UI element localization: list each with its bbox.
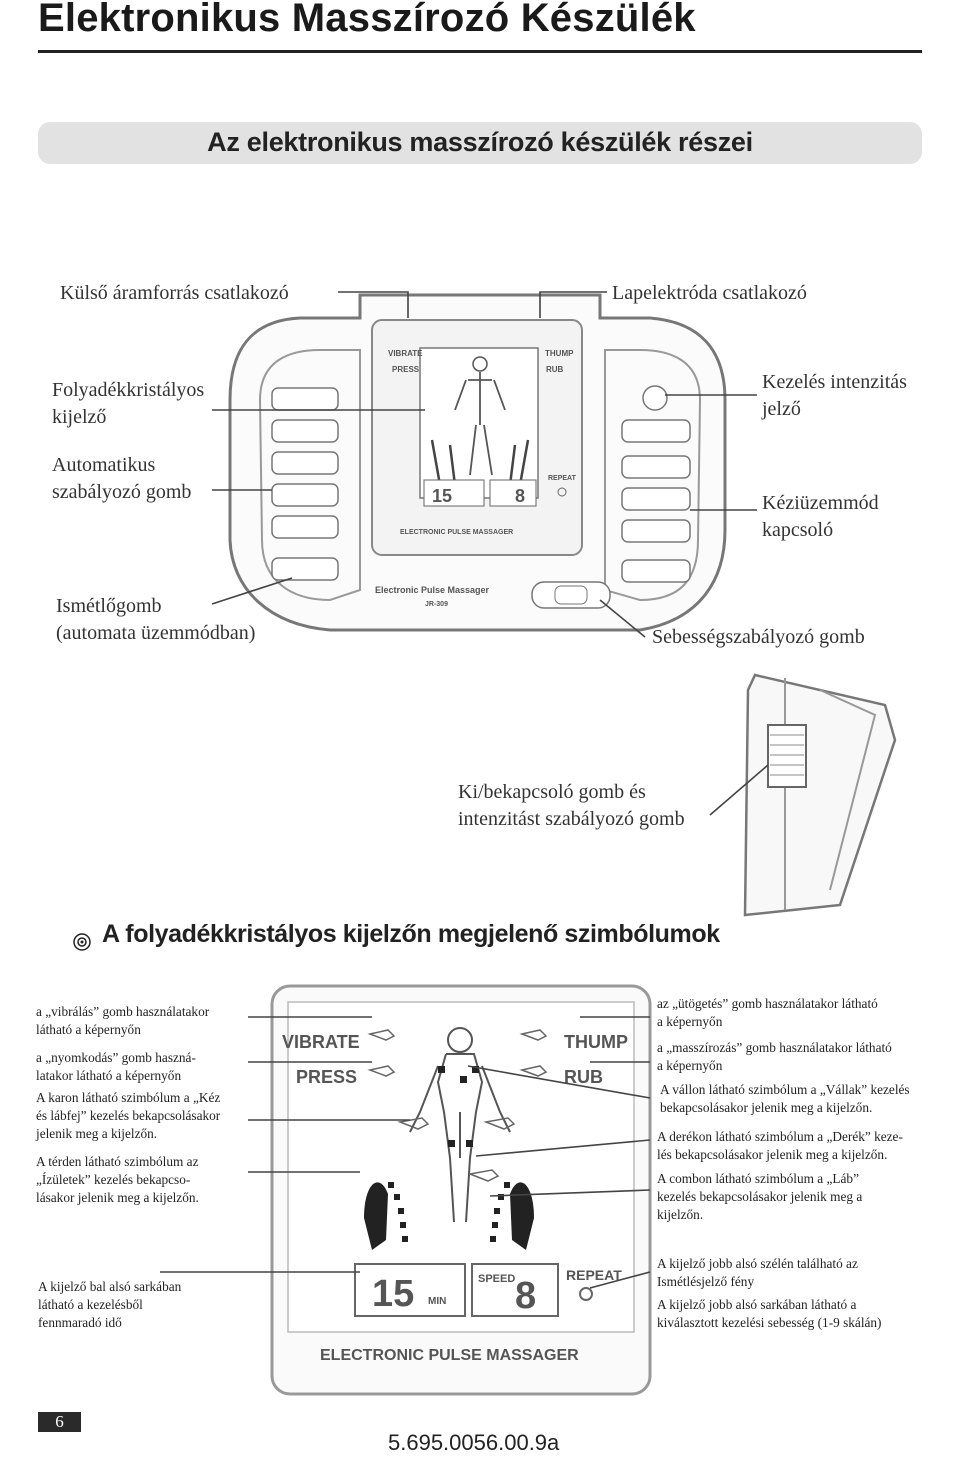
- symbol-note-shoulder: A vállon látható szimbólum a „Vállak” ke…: [660, 1082, 910, 1115]
- lcd-illustration: VIBRATE PRESS THUMP RUB 15 MIN SPEED 8 R…: [270, 984, 652, 1396]
- target-bullet-icon: [73, 933, 91, 951]
- shoulder-button[interactable]: [271, 387, 339, 411]
- svg-text:Electronic Pulse Massager: Electronic Pulse Massager: [375, 585, 490, 595]
- manual-label-line1: Kéziüzemmód: [762, 492, 879, 514]
- manual-label-line2: kapcsoló: [762, 519, 834, 541]
- lcd-footer: ELECTRONIC PULSE MASSAGER: [320, 1347, 579, 1364]
- speed-ctrl-label: Sebességszabályozó gomb: [652, 626, 865, 648]
- document-code: 5.695.0056.00.9a: [388, 1430, 560, 1455]
- symbol-note-knee: A térden látható szimbólum az„Ízületek” …: [36, 1154, 199, 1205]
- lcd-repeat-label: REPEAT: [566, 1267, 622, 1283]
- svg-text:VIBRATE: VIBRATE: [388, 349, 423, 358]
- symbol-note-rub: a „masszírozás” gomb használatakor látha…: [657, 1040, 892, 1073]
- svg-text:PRESS: PRESS: [392, 365, 420, 374]
- onoff-label-line2: intenzitást szabályozó gomb: [458, 808, 685, 830]
- mini-timer: 15: [432, 486, 452, 506]
- svg-text:RUB: RUB: [546, 365, 564, 374]
- mini-speed: 8: [515, 486, 525, 506]
- section-title: Az elektronikus masszírozó készülék rész…: [207, 127, 753, 157]
- lcd-timer-unit: MIN: [428, 1296, 446, 1307]
- onoff-wheel[interactable]: [767, 724, 807, 788]
- svg-text:THUMP: THUMP: [545, 349, 574, 358]
- press-button[interactable]: [621, 455, 691, 479]
- section-bar: [38, 122, 922, 164]
- power-input-label: Külső áramforrás csatlakozó: [60, 282, 289, 304]
- auto-label-line1: Automatikus: [52, 454, 156, 476]
- svg-text:ELECTRONIC PULSE MASSAGER: ELECTRONIC PULSE MASSAGER: [400, 529, 513, 536]
- vibrate-button[interactable]: [621, 519, 691, 543]
- power-knob[interactable]: [642, 385, 668, 411]
- auto-label-line2: szabályozó gomb: [52, 481, 192, 503]
- page-title: Elektronikus Masszírozó Készülék: [38, 0, 696, 40]
- electrode-port-label: Lapelektróda csatlakozó: [612, 282, 807, 304]
- body-figure-icon: [409, 1027, 511, 1223]
- waist-button[interactable]: [271, 419, 339, 443]
- symbols-heading: A folyadékkristályos kijelzőn megjelenő …: [102, 920, 720, 948]
- repeat-label-line2: (automata üzemmódban): [56, 622, 256, 644]
- auto-button-group: [271, 387, 339, 581]
- leg-button[interactable]: [271, 515, 339, 539]
- intensity-label-line1: Kezelés intenzitás: [762, 371, 907, 393]
- symbol-callouts: [160, 1016, 651, 1289]
- lcd-rub-text: RUB: [564, 1067, 603, 1087]
- symbol-note-thump: az „ütögetés” gomb használatakor látható…: [657, 996, 878, 1029]
- lcd-label-line2: kijelző: [52, 406, 107, 428]
- power-intensity-button[interactable]: [621, 419, 691, 443]
- lcd-thump-text: THUMP: [564, 1032, 628, 1052]
- lcd-speed-value: 8: [515, 1275, 536, 1317]
- thump-button[interactable]: [621, 559, 691, 583]
- lcd-vibrate-text: VIBRATE: [282, 1032, 360, 1052]
- repeat-indicator-icon: [579, 1287, 593, 1301]
- hand-foot-button[interactable]: [271, 483, 339, 507]
- intensity-label-line2: jelző: [762, 398, 801, 420]
- device-side-illustration: [709, 673, 897, 917]
- svg-text:JR-309: JR-309: [425, 601, 448, 608]
- lcd-press-text: PRESS: [296, 1067, 357, 1087]
- onoff-label-line1: Ki/bekapcsoló gomb és: [458, 781, 646, 803]
- symbol-note-leg: A combon látható szimbólum a „Láb”kezelé…: [657, 1171, 863, 1222]
- symbol-note-press: a „nyomkodás” gomb haszná-latakor láthat…: [36, 1050, 196, 1083]
- page-number: 6: [38, 1412, 81, 1432]
- symbol-note-waist: A derékon látható szimbólum a „Derék” ke…: [657, 1129, 903, 1162]
- lcd-label-line1: Folyadékkristályos: [52, 379, 205, 401]
- repeat-button[interactable]: [271, 557, 339, 581]
- repeat-label-line1: Ismétlőgomb: [56, 595, 162, 617]
- lcd-timer-value: 15: [372, 1273, 414, 1315]
- lcd-speed-label: SPEED: [478, 1273, 515, 1285]
- svg-text:REPEAT: REPEAT: [548, 475, 577, 482]
- joint-button[interactable]: [271, 451, 339, 475]
- device-front-illustration: 15 8 VIBRATE PRESS THUMP RUB REPEAT ELEC…: [211, 291, 757, 638]
- manual-button-group: [621, 385, 691, 583]
- rub-button[interactable]: [621, 487, 691, 511]
- title-rule: [38, 50, 922, 53]
